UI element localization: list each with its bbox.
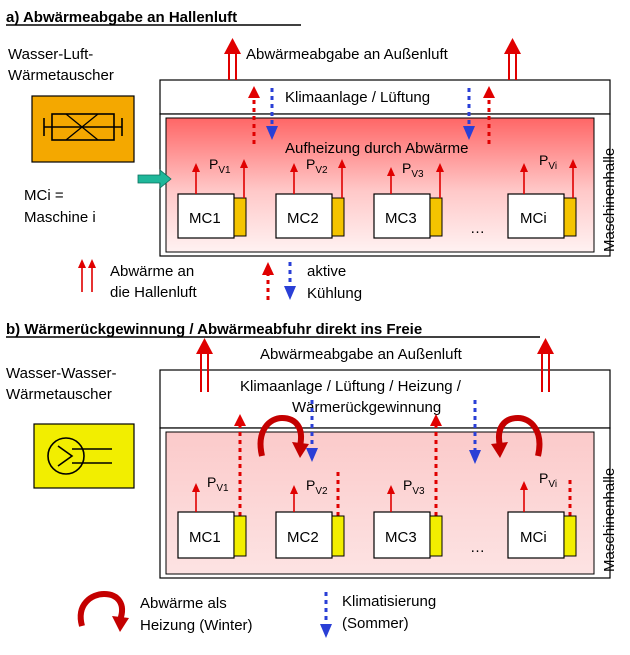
machine-b-i-label: MCi bbox=[520, 529, 547, 546]
power-b-1: PV1 bbox=[207, 474, 229, 494]
hvac-a-label: Klimaanlage / Lüftung bbox=[285, 89, 430, 106]
dotted-cool-arrow-b-right bbox=[469, 400, 481, 464]
machine-a-i-label: MCi bbox=[520, 210, 547, 227]
exchanger-b-label-line1: Wasser-Wasser- bbox=[6, 365, 117, 382]
exchanger-a-label-line2: Wärmetauscher bbox=[8, 67, 114, 84]
legend-a-heat-line2: die Hallenluft bbox=[110, 284, 198, 301]
legend-a-cool-line2: Kühlung bbox=[307, 285, 362, 302]
power-b-3: PV3 bbox=[403, 477, 425, 497]
machine-b-ellipsis: … bbox=[470, 539, 485, 556]
outdoor-double-arrow-b-right bbox=[537, 338, 554, 392]
machine-a-2: MC2 bbox=[275, 193, 345, 239]
legend-b-cool-line1: Klimatisierung bbox=[342, 593, 436, 610]
machine-b-3: MC3 bbox=[373, 511, 443, 559]
water-water-exchanger-icon bbox=[33, 423, 135, 489]
mci-legend-line1: MCi = bbox=[24, 187, 64, 204]
dotted-heat-arrow-a-left bbox=[248, 86, 260, 144]
heat-arrows-b bbox=[192, 481, 528, 512]
legend-b-cool-icon bbox=[320, 592, 332, 638]
outdoor-air-a-label: Abwärmeabgabe an Außenluft bbox=[246, 46, 449, 63]
legend-a-heat-icon bbox=[78, 259, 96, 292]
exchanger-a-label-line1: Wasser-Luft- bbox=[8, 46, 93, 63]
legend-a-heat-line1: Abwärme an bbox=[110, 263, 194, 280]
power-a-1: PV1 bbox=[209, 156, 231, 176]
curved-heating-arrow-b-left bbox=[257, 414, 309, 458]
dotted-heat-lines-b bbox=[238, 424, 572, 516]
machine-a-1: MC1 bbox=[177, 193, 247, 239]
outdoor-double-arrow-a-right bbox=[504, 38, 521, 80]
dotted-heat-arrow-a-right bbox=[483, 86, 495, 144]
power-a-i: PVi bbox=[539, 152, 557, 172]
mci-legend-line2: Maschine i bbox=[24, 209, 96, 226]
dotted-heat-arrowhead-b-right bbox=[430, 414, 442, 426]
dotted-cool-arrow-a-right bbox=[463, 88, 475, 140]
machine-b-i: MCi bbox=[507, 511, 577, 559]
legend-b-heat-icon bbox=[77, 590, 129, 632]
machine-a-i: MCi bbox=[507, 193, 577, 239]
legend-b-heat-line2: Heizung (Winter) bbox=[140, 617, 253, 634]
hvac-b-label-line2: Wärmerückgewinnung bbox=[292, 399, 441, 416]
hvac-box-b bbox=[159, 369, 611, 429]
exchanger-b-label-line2: Wärmetauscher bbox=[6, 386, 112, 403]
machine-b-1-label: MC1 bbox=[189, 529, 221, 546]
machine-b-3-label: MC3 bbox=[385, 529, 417, 546]
outdoor-double-arrow-b-left bbox=[196, 338, 213, 392]
hvac-box-a bbox=[159, 79, 611, 115]
dotted-cool-arrow-b-left bbox=[306, 400, 318, 462]
machine-a-2-label: MC2 bbox=[287, 210, 319, 227]
hvac-b-label-line1: Klimaanlage / Lüftung / Heizung / bbox=[240, 378, 462, 395]
machine-b-2-label: MC2 bbox=[287, 529, 319, 546]
dotted-heat-arrowhead-b-left bbox=[234, 414, 246, 426]
power-a-2: PV2 bbox=[306, 156, 328, 176]
legend-a-cool-line1: aktive bbox=[307, 263, 346, 280]
section-a-title: a) Abwärmeabgabe an Hallenluft bbox=[6, 9, 237, 26]
curved-heating-arrow-b-right bbox=[491, 414, 543, 458]
heating-a-label: Aufheizung durch Abwärme bbox=[285, 140, 468, 157]
outdoor-air-b-label: Abwärmeabgabe an Außenluft bbox=[260, 346, 463, 363]
machine-b-1: MC1 bbox=[177, 511, 247, 559]
legend-b-cool-line2: (Sommer) bbox=[342, 615, 409, 632]
machine-a-1-label: MC1 bbox=[189, 210, 221, 227]
power-b-2: PV2 bbox=[306, 477, 328, 497]
legend-a-cool-icon bbox=[262, 262, 296, 300]
machine-a-3: MC3 bbox=[373, 193, 443, 239]
air-water-exchanger-icon bbox=[31, 95, 135, 163]
legend-b-heat-line1: Abwärme als bbox=[140, 595, 227, 612]
section-b-title: b) Wärmerückgewinnung / Abwärmeabfuhr di… bbox=[6, 321, 422, 338]
inlet-arrow-a bbox=[137, 169, 172, 189]
hall-a-label: Maschinenhalle bbox=[601, 148, 618, 252]
machine-a-ellipsis: … bbox=[470, 220, 485, 237]
hall-b-label: Maschinenhalle bbox=[601, 468, 618, 572]
dotted-cool-arrow-a-left bbox=[266, 88, 278, 140]
power-b-i: PVi bbox=[539, 470, 557, 490]
outdoor-double-arrow-a-left bbox=[224, 38, 241, 80]
machine-b-2: MC2 bbox=[275, 511, 345, 559]
machine-a-3-label: MC3 bbox=[385, 210, 417, 227]
power-a-3: PV3 bbox=[402, 160, 424, 180]
heat-arrows-a bbox=[192, 159, 577, 198]
